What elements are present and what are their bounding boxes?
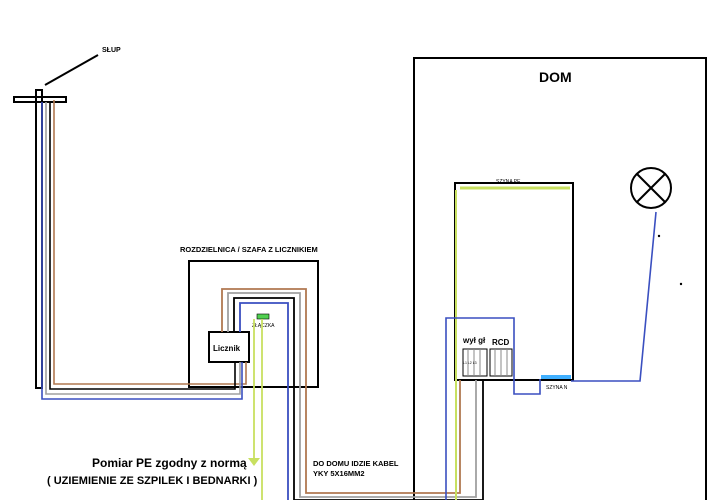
house-label: DOM bbox=[539, 69, 572, 85]
cable-note-line2: YKY 5X16MM2 bbox=[313, 469, 365, 478]
grounding-note: ( UZIEMIENIE ZE SZPILEK I BEDNARKI ) bbox=[47, 475, 258, 487]
house-cable-wires bbox=[221, 288, 484, 500]
pe-bar-label: SZYNA PE bbox=[496, 179, 521, 185]
pole-label: SŁUP bbox=[102, 47, 121, 54]
n-bar-label: SZYNA N bbox=[546, 385, 568, 391]
rcd-label: RCD bbox=[492, 338, 510, 347]
lamp-wire bbox=[571, 211, 657, 382]
neutral-wire-house bbox=[445, 317, 541, 500]
electric-meter bbox=[208, 331, 250, 363]
connector-block bbox=[256, 313, 270, 320]
house-outline bbox=[413, 57, 707, 500]
main-switch-label: wył gł bbox=[462, 336, 486, 345]
pe-measurement-note: Pomiar PE zgodny z normą bbox=[92, 456, 247, 470]
supply-wires bbox=[41, 100, 247, 400]
cabinet-label: ROZDZIELNICA / SZAFA Z LICZNIKIEM bbox=[180, 245, 318, 254]
utility-pole bbox=[13, 54, 99, 389]
ground-icon bbox=[248, 458, 260, 466]
main-switch bbox=[462, 348, 488, 377]
meter-label: Licznik bbox=[213, 344, 241, 353]
cable-note-line1: DO DOMU IDZIE KABEL bbox=[313, 459, 399, 468]
lamp-icon bbox=[630, 167, 672, 209]
n-bar bbox=[541, 375, 571, 379]
switch-poles-label: L1 L2 L3 bbox=[463, 361, 477, 365]
rcd-device bbox=[489, 348, 513, 377]
connector-label: ZŁĄCZKA bbox=[252, 323, 275, 329]
